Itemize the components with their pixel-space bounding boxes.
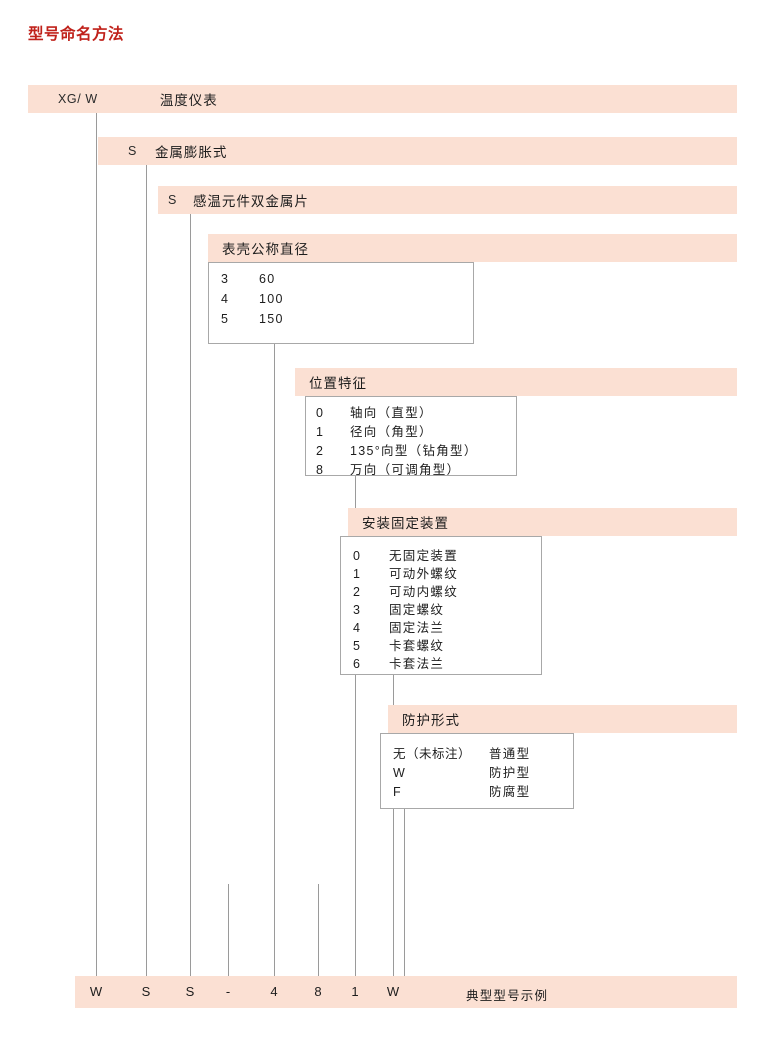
- option-key: 4: [353, 621, 361, 635]
- group-header-label: 安装固定装置: [362, 516, 449, 531]
- example-model-bar: [75, 976, 737, 1008]
- example-char: 8: [314, 984, 322, 999]
- option-row: 无（未标注） 普通型: [393, 743, 573, 762]
- option-row: 2 可动内螺纹: [353, 581, 541, 599]
- level-bar: S 感温元件双金属片: [158, 186, 737, 214]
- example-char: W: [89, 984, 103, 999]
- group-header-label: 防护形式: [402, 713, 460, 728]
- option-key: 0: [316, 406, 324, 420]
- example-char: S: [141, 984, 151, 999]
- option-row: 5 卡套螺纹: [353, 635, 541, 653]
- group-option-box: 0 无固定装置 1 可动外螺纹 2 可动内螺纹 3 固定螺纹 4 固定法兰 5 卡套螺纹 6 卡套法兰: [340, 536, 542, 675]
- connector-line: [228, 884, 229, 976]
- option-row: 3 固定螺纹: [353, 599, 541, 617]
- option-value: 150: [259, 312, 284, 326]
- option-row: F 防腐型: [393, 781, 573, 800]
- connector-line: [274, 344, 275, 976]
- level-code: S: [128, 144, 137, 158]
- option-key: 6: [353, 657, 361, 671]
- option-key: 4: [221, 292, 229, 306]
- level-label: 温度仪表: [159, 93, 218, 108]
- option-key: 3: [353, 603, 361, 617]
- option-value: 固定法兰: [389, 621, 445, 635]
- level-label: 金属膨胀式: [154, 145, 228, 160]
- connector-line: [146, 165, 147, 976]
- group-header-label: 表壳公称直径: [222, 242, 309, 257]
- option-key: 1: [316, 425, 324, 439]
- option-value: 防护型: [489, 766, 531, 780]
- option-key: 2: [353, 585, 361, 599]
- option-row: 6 卡套法兰: [353, 653, 541, 671]
- connector-line: [404, 809, 405, 976]
- connector-line: [393, 675, 394, 976]
- group-option-box: 无（未标注） 普通型 W 防护型 F 防腐型: [380, 733, 574, 809]
- option-value: 固定螺纹: [389, 603, 445, 617]
- option-value: 防腐型: [489, 785, 531, 799]
- option-row: 1 可动外螺纹: [353, 563, 541, 581]
- group-header-label: 位置特征: [309, 376, 367, 391]
- option-value: 轴向（直型）: [350, 406, 433, 420]
- option-value: 万向（可调角型）: [350, 463, 461, 477]
- connector-line: [318, 884, 319, 976]
- connector-line: [190, 214, 191, 976]
- example-char: 1: [351, 984, 359, 999]
- option-key: 3: [221, 272, 229, 286]
- option-row: 2 135°向型（钻角型）: [316, 440, 516, 459]
- level-bar: S 金属膨胀式: [98, 137, 737, 165]
- group-header-bar: 表壳公称直径: [208, 234, 737, 262]
- option-value: 可动内螺纹: [389, 585, 459, 599]
- example-char: -: [225, 984, 231, 999]
- option-key: 8: [316, 463, 324, 477]
- level-label: 感温元件双金属片: [192, 194, 309, 209]
- option-key: 无（未标注）: [393, 747, 472, 761]
- option-row: W 防护型: [393, 762, 573, 781]
- option-key: 5: [221, 312, 229, 326]
- option-key: F: [393, 785, 402, 799]
- option-value: 可动外螺纹: [389, 567, 459, 581]
- option-row: 3 60: [221, 272, 473, 292]
- option-value: 卡套法兰: [389, 657, 445, 671]
- option-value: 无固定装置: [389, 549, 459, 563]
- group-header-bar: 安装固定装置: [348, 508, 737, 536]
- option-value: 100: [259, 292, 284, 306]
- group-header-bar: 防护形式: [388, 705, 737, 733]
- page-title: 型号命名方法: [28, 26, 125, 43]
- example-char: 4: [270, 984, 278, 999]
- option-value: 卡套螺纹: [389, 639, 445, 653]
- level-code: S: [168, 193, 177, 207]
- example-char: S: [185, 984, 195, 999]
- example-char: W: [386, 984, 400, 999]
- option-value: 径向（角型）: [350, 425, 433, 439]
- option-key: 1: [353, 567, 361, 581]
- option-key: 2: [316, 444, 324, 458]
- option-row: 8 万向（可调角型）: [316, 459, 516, 478]
- option-key: 5: [353, 639, 361, 653]
- option-value: 135°向型（钻角型）: [350, 444, 478, 458]
- group-option-box: 0 轴向（直型） 1 径向（角型） 2 135°向型（钻角型） 8 万向（可调角型）: [305, 396, 517, 478]
- group-header-bar: 位置特征: [295, 368, 737, 396]
- option-key: 0: [353, 549, 361, 563]
- example-note: 典型型号示例: [466, 989, 549, 1003]
- option-row: 4 固定法兰: [353, 617, 541, 635]
- option-value: 普通型: [489, 747, 531, 761]
- option-key: W: [393, 766, 406, 780]
- group-option-box: 3 60 4 100 5 150: [208, 262, 474, 344]
- level-code: XG/ W: [58, 92, 98, 106]
- option-row: 1 径向（角型）: [316, 421, 516, 440]
- level-bar: XG/ W 温度仪表: [28, 85, 737, 113]
- option-row: 4 100: [221, 292, 473, 312]
- option-row: 0 无固定装置: [353, 545, 541, 563]
- option-row: 0 轴向（直型）: [316, 402, 516, 421]
- connector-line: [96, 113, 97, 976]
- option-row: 5 150: [221, 312, 473, 332]
- connector-line: [355, 476, 356, 976]
- option-value: 60: [259, 272, 276, 286]
